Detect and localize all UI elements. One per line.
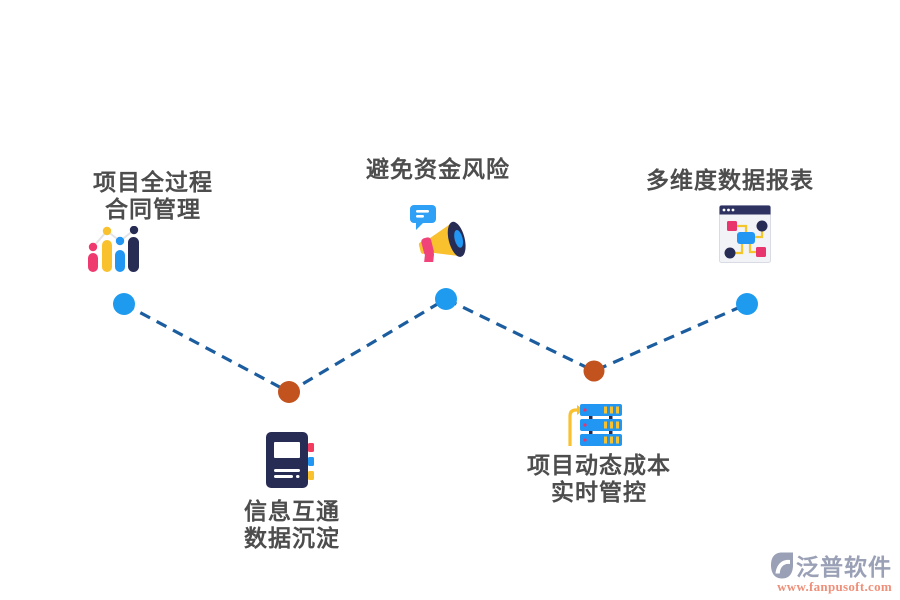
notebook-icon [266,432,314,488]
report-window-icon [719,205,771,263]
feature-label-contract: 项目全过程 合同管理 [63,169,243,223]
feature-label-line: 数据沉淀 [244,525,340,551]
bar-chart-icon [88,226,139,272]
feature-label-line: 项目动态成本 [527,452,671,478]
timeline-node [736,293,758,315]
timeline-node [113,293,135,315]
megaphone-icon [410,205,466,262]
feature-label-line: 避免资金风险 [366,156,510,182]
watermark-url: www.fanpusoft.com [777,579,892,594]
watermark-brand: 泛普软件 [796,554,892,580]
feature-label-line: 信息互通 [244,498,340,524]
timeline-node [278,381,300,403]
feature-label-report: 多维度数据报表 [628,167,832,194]
timeline-node [435,288,457,310]
watermark: 泛普软件 www.fanpusoft.com [770,548,892,595]
timeline-dashed-line [123,297,748,394]
timeline-node [583,360,605,382]
feature-label-line: 项目全过程 [93,169,213,195]
feature-label-line: 合同管理 [105,196,201,222]
feature-label-line: 多维度数据报表 [646,167,814,193]
feature-label-line: 实时管控 [551,479,647,505]
fanpu-logo-icon [771,552,793,578]
feature-label-cost: 项目动态成本 实时管控 [500,452,698,506]
feature-label-info: 信息互通 数据沉淀 [202,498,382,552]
feature-label-risk: 避免资金风险 [338,156,538,183]
server-rack-icon [568,404,622,446]
